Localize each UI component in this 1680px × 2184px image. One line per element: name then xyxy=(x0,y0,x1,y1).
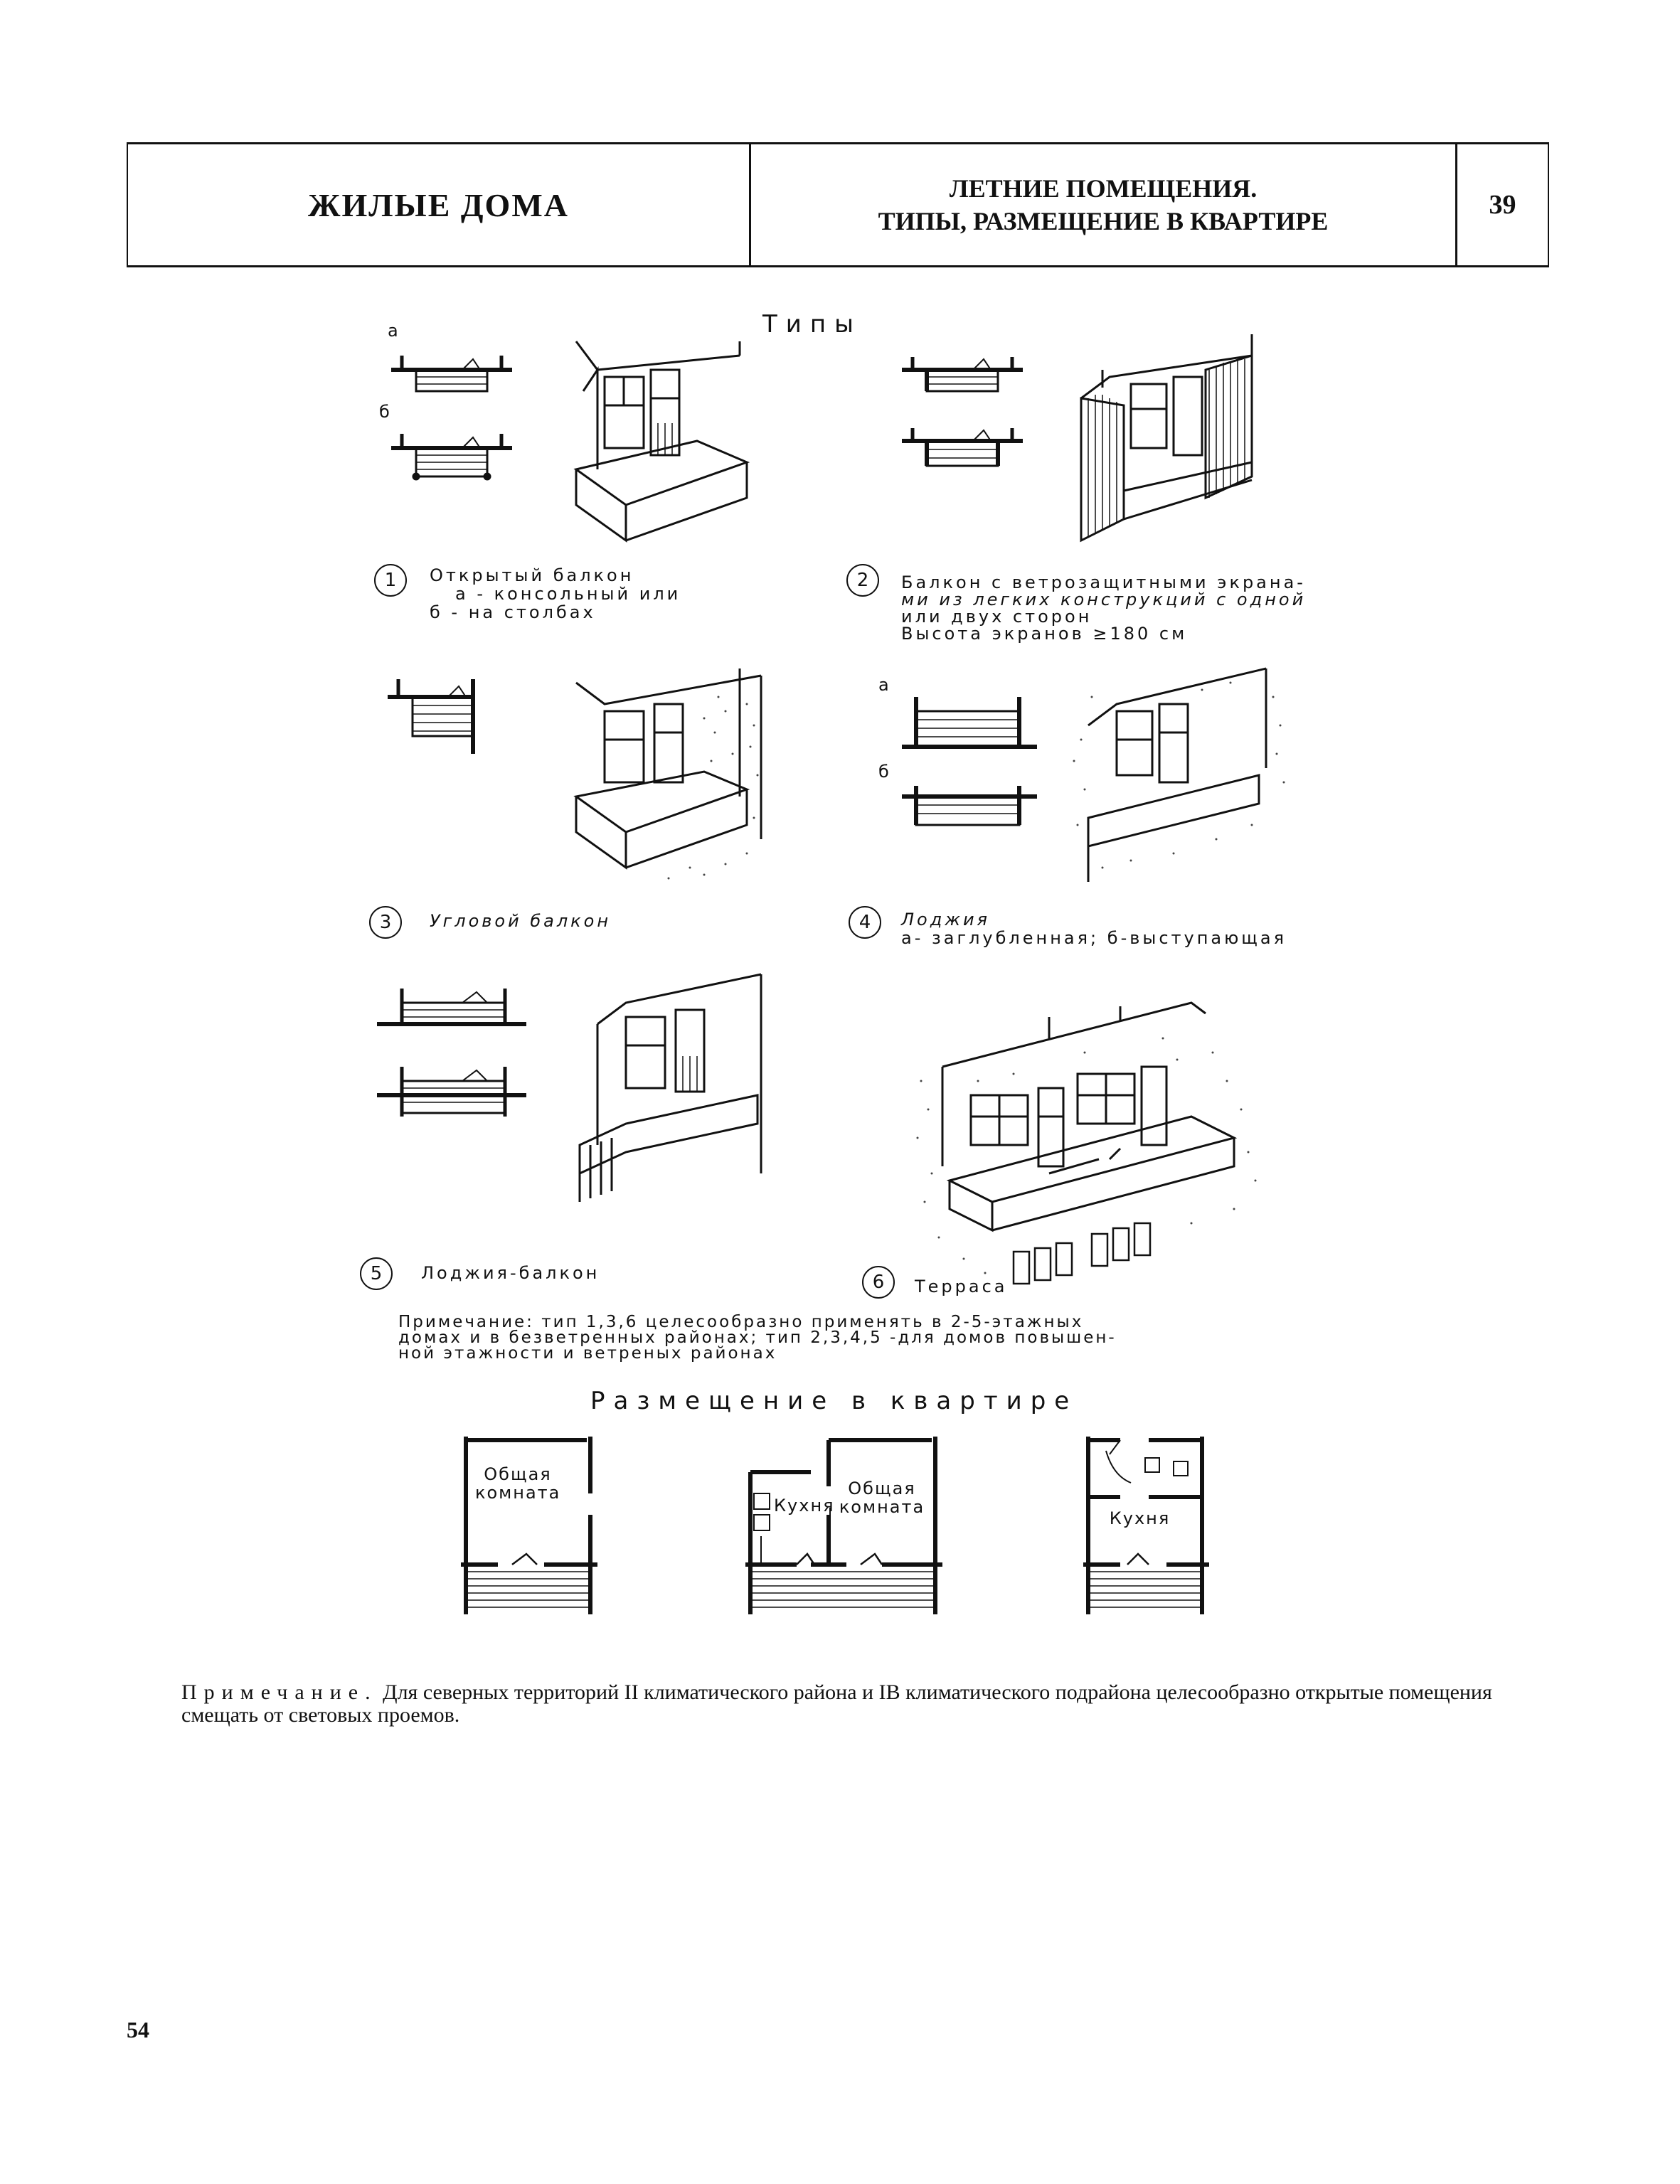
fig4-variant-b-label: б xyxy=(878,762,892,782)
fig3-perspective xyxy=(573,668,762,880)
fig4-caption-line2: а- заглубленная; б-выступающая xyxy=(901,928,1287,948)
fig4-caption-line1: Лоджия xyxy=(901,910,990,929)
bottom-note-label: Примечание. xyxy=(181,1680,378,1704)
sheet-title-line1: ЛЕТНИЕ ПОМЕЩЕНИЯ. xyxy=(949,174,1258,203)
fig2-caption-line1: Балкон с ветрозащитными экрана- xyxy=(901,572,1306,592)
fig5-caption-line1: Лоджия-балкон xyxy=(421,1263,600,1283)
variant-b-label: б xyxy=(379,402,393,422)
fig6-caption-line1: Терраса xyxy=(915,1277,1008,1296)
figure-note-line3: ной этажности и ветреных районах xyxy=(398,1344,777,1363)
plan1-drawing xyxy=(461,1437,597,1614)
plan2-room-label-line2: комната xyxy=(839,1497,925,1517)
placement-title: Размещение в квартире xyxy=(590,1387,1078,1415)
plan2-room-label: Общая комната xyxy=(832,1479,932,1516)
fig3-caption-line1: Угловой балкон xyxy=(430,911,612,931)
fig5-perspective xyxy=(578,973,762,1202)
plan3-kitchen-label: Кухня xyxy=(1102,1509,1177,1528)
sheet-title-line2: ТИПЫ, РАЗМЕЩЕНИЕ В КВАРТИРЕ xyxy=(878,207,1329,235)
bottom-note: Примечание. Для северных территорий II к… xyxy=(181,1681,1547,1727)
plan2-kitchen-label: Кухня xyxy=(774,1496,835,1516)
fig2-caption-line4: Высота экранов ≥180 см xyxy=(901,624,1188,644)
plan1-room-label-line2: комната xyxy=(475,1483,561,1503)
fig6-stipple xyxy=(916,1037,1257,1274)
fig4-number: 4 xyxy=(849,906,881,939)
fig1-caption-line2: а - консольный или xyxy=(455,584,681,604)
bottom-note-text: Для северных территорий II климатическог… xyxy=(181,1680,1492,1727)
figure-note: Примечание: тип 1,3,6 целесообразно прим… xyxy=(398,1313,1323,1363)
fig4-stipple xyxy=(1073,681,1285,869)
figure-note-line1: Примечание: тип 1,3,6 целесообразно прим… xyxy=(398,1313,1084,1331)
page-header: ЖИЛЫЕ ДОМА ЛЕТНИЕ ПОМЕЩЕНИЯ. ТИПЫ, РАЗМЕ… xyxy=(127,142,1549,267)
fig2-caption-line3: или двух сторон xyxy=(901,607,1092,627)
fig1-caption-line3: б - на столбах xyxy=(430,602,596,622)
fig1-perspective xyxy=(573,341,750,543)
fig2-perspective xyxy=(1080,334,1253,543)
fig2-number: 2 xyxy=(846,564,879,597)
fig6-perspective xyxy=(916,1001,1257,1285)
fig5-plans xyxy=(377,989,526,1117)
fig1-caption-line1: Открытый балкон xyxy=(430,565,634,585)
types-title: Типы xyxy=(762,310,862,339)
fig4-perspective xyxy=(1073,667,1285,882)
figure-note-line2: домах и в безветренных районах; тип 2,3,… xyxy=(398,1328,1117,1347)
plan1-room-label: Общая комната xyxy=(475,1465,560,1502)
page-number: 54 xyxy=(127,2017,149,2042)
sheet-number: 39 xyxy=(1489,190,1516,220)
plan2-room-label-line1: Общая xyxy=(848,1479,916,1498)
plan1-room-label-line1: Общая xyxy=(484,1464,552,1484)
fig1-plans xyxy=(391,356,512,481)
fig3-stipple xyxy=(667,696,759,880)
variant-a-label: а xyxy=(388,321,401,341)
section-title: ЖИЛЫЕ ДОМА xyxy=(128,144,751,265)
fig2-caption-line2: ми из легких конструкций с одной xyxy=(901,590,1307,609)
sheet-title: ЛЕТНИЕ ПОМЕЩЕНИЯ. ТИПЫ, РАЗМЕЩЕНИЕ В КВА… xyxy=(751,144,1457,265)
fig4-variant-a-label: а xyxy=(878,675,892,695)
fig4-plans xyxy=(902,697,1037,826)
fig1-number: 1 xyxy=(374,564,407,597)
fig6-number: 6 xyxy=(862,1266,895,1299)
fig2-plans xyxy=(902,357,1023,467)
plan2-drawing xyxy=(745,1437,942,1614)
fig5-number: 5 xyxy=(360,1257,393,1290)
fig3-plan xyxy=(388,679,475,754)
plan3-drawing xyxy=(1083,1437,1209,1614)
fig3-number: 3 xyxy=(369,906,402,939)
